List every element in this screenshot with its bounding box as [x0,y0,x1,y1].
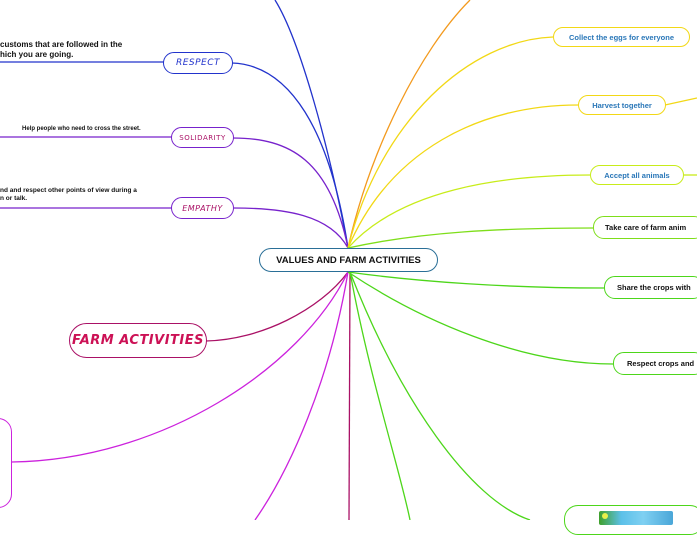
respect-note: customs that are followed in the hich yo… [0,40,122,61]
topic-empathy-label: EMPATHY [182,203,223,213]
branch-line-orange [347,0,471,249]
central-topic[interactable]: VALUES AND FARM ACTIVITIES [259,248,438,272]
topic-left-edge-node[interactable] [0,418,12,508]
branch-line-bottom-magenta [254,271,349,520]
topic-share-crops[interactable]: Share the crops with [604,276,697,299]
topic-harvest-label: Harvest together [592,100,652,110]
topic-accept-animals-label: Accept all animals [604,170,670,180]
branch-line-share-crops [347,271,605,289]
branch-line-respect [231,62,349,249]
branch-line-image-node [349,271,531,520]
topic-image-node[interactable] [564,505,697,535]
solidarity-note: Help people who need to cross the street… [22,126,141,132]
farm-picture-thumbnail [599,511,673,525]
central-topic-label: VALUES AND FARM ACTIVITIES [276,254,421,266]
empathy-note-line2: n or talk. [0,195,28,203]
topic-farm-activities-label: FARM ACTIVITIES [72,333,204,348]
topic-respect-label: RESPECT [175,58,221,68]
topic-collect-eggs-label: Collect the eggs for everyone [568,32,675,42]
topic-share-crops-label: Share the crops with [617,283,691,292]
empathy-note: nd and respect other points of view duri… [0,187,137,204]
topic-respect-crops[interactable]: Respect crops and [613,352,697,375]
topic-empathy[interactable]: EMPATHY [171,197,234,219]
sun-icon [602,513,608,519]
branch-line-bottom-center [348,271,351,520]
branch-line-bottom-left [11,271,349,463]
branch-line-collect-eggs [347,36,554,249]
branch-line-take-care [347,227,594,249]
topic-collect-eggs[interactable]: Collect the eggs for everyone [553,27,690,47]
branch-line-respect-crops [347,271,614,365]
empathy-note-line1: nd and respect other points of view duri… [0,187,137,194]
branch-line-harvest [347,104,579,249]
topic-harvest[interactable]: Harvest together [578,95,666,115]
topic-respect[interactable]: RESPECT [163,52,233,74]
topic-solidarity-label: SOLIDARITY [179,133,226,142]
branch-line-solidarity [232,137,349,249]
topic-respect-crops-label: Respect crops and [627,359,695,368]
respect-note-line1: customs that are followed in the [0,40,123,49]
branch-line-farm-activities [205,271,349,342]
topic-take-care-label: Take care of farm anim [605,223,687,232]
branch-line-bottom-green [349,271,411,520]
branch-line-empathy [233,207,349,249]
respect-note-line2: hich you are going. [0,50,74,60]
branch-line-accept-animals [347,174,591,249]
topic-accept-animals[interactable]: Accept all animals [590,165,684,185]
mind-map-connectors [0,0,697,520]
topic-farm-activities[interactable]: FARM ACTIVITIES [69,323,207,358]
topic-take-care[interactable]: Take care of farm anim [593,216,697,239]
harvest-extension [664,97,697,106]
topic-solidarity[interactable]: SOLIDARITY [171,127,234,148]
